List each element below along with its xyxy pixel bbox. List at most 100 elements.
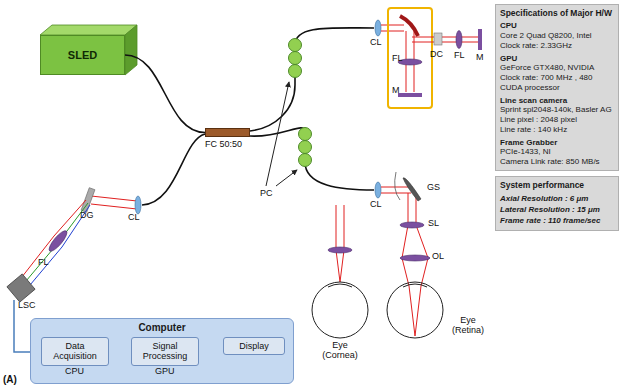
node-title: Computer [34,322,290,333]
reference-arm [375,8,482,108]
cornea-arm-part [336,250,340,282]
sample-arm-part [381,187,411,188]
node-text: Line pixel : 2048 pixel [500,115,614,125]
part-label: CL [128,213,140,223]
node-title: SLED [68,49,97,61]
part-label: GPU [155,367,175,377]
spectrometer-part [47,228,70,253]
target-label: Eye (Retina) [446,316,490,336]
fiber-connector [125,55,205,133]
optical-fiber-part [142,134,205,205]
cornea-arm-part [340,250,344,282]
reference-arm-part [381,31,404,32]
node-text: PCIe-1433, NI [500,147,614,157]
sled-3d-faces-part [40,25,137,35]
polarization-controller-part [289,65,302,78]
sample-arm-part [402,258,409,286]
node-title: Specifications of Major H/W [500,8,614,18]
sample-arm-part [409,286,415,336]
figure-tag: (A) [3,374,17,385]
reference-arm-part [478,29,482,50]
part-label: PC [260,189,273,199]
part-label: CPU [65,367,84,377]
node-title: System performance [500,180,614,191]
cornea-arm-part [344,205,345,250]
polarization-controller-part [299,128,312,141]
cornea-arm [312,205,368,338]
node-text: Sprint spl2048-140k, Basler AG [500,105,614,115]
text-group: Computer [34,322,290,333]
reference-arm-part [412,37,478,38]
light-source-box: SLED [40,35,125,75]
part-label: CL [370,200,382,210]
text-group: SLED [68,49,97,61]
node-title: Display [239,341,269,351]
reference-arm-part [398,93,422,97]
node-text: GPU [500,54,614,64]
node-text: Clock rate: 700 MHz , 480 CUDA processor [500,73,614,93]
process-box: Display [223,337,285,355]
node-title: Data Acquisition [44,341,106,362]
part-label: M [392,86,400,96]
optical-fiber [142,28,374,205]
node-text: Lateral Resolution : 15 μm [500,205,614,216]
polarization-controller [289,39,312,167]
node-text: Camera Link rate: 850 MB/s [500,157,614,167]
sample-arm-part [400,255,430,261]
text-group: Signal Processing [134,341,196,362]
polarization-controller-part [289,39,302,52]
sample-arm-part [400,222,424,228]
node-title: Signal Processing [134,341,196,362]
part-label: FL [38,258,49,268]
node-text: GeForce GTX480, NVIDIA [500,63,614,73]
node-text: Frame rate : 110 frame/sec [500,216,614,227]
part-label: GS [427,183,440,193]
node-text: Frame Grabber [500,138,614,148]
optical-fiber-part [250,28,374,131]
optical-fiber-part [250,128,374,190]
cornea-arm-part [328,284,352,287]
part-label: LSC [18,301,36,311]
node-text: Line scan camera [500,96,614,106]
reference-arm-part [388,8,432,108]
part-label: DC [430,50,443,60]
sample-arm-part [395,172,400,200]
polarization-controller-part [299,141,312,154]
spectrometer [7,188,141,302]
process-box: Signal Processing [131,337,199,366]
target-label: Eye (Cornea) [318,341,362,361]
polarization-controller-part [289,52,302,65]
text-group: Display [239,341,269,351]
reference-arm-part [412,42,478,43]
pc-pointer-part [276,170,297,186]
node-text: Core 2 Quad Q8200, Intel [500,31,614,41]
text-group: System performanceAxial Resolution : 6 μ… [500,180,614,227]
node-text: Clock rate: 2.33GHz [500,41,614,51]
part-label: FL [392,54,403,64]
node-text: Axial Resolution : 6 μm [500,194,614,205]
text-group: FC 50:50 [205,139,250,149]
part-label: CL [370,38,382,48]
pc-pointer [266,82,297,186]
spectrometer-part [135,196,141,214]
sample-arm-part [421,258,428,286]
spectrometer-part [7,274,35,302]
sample-arm-part [403,284,427,287]
spectrometer-part [91,204,137,209]
sample-arm-part [402,225,408,258]
sled-3d-faces [40,25,137,75]
part-label: OL [432,252,444,262]
spec-panel: Specifications of Major H/WCPUCore 2 Qua… [495,4,619,171]
sled-3d-faces-part [125,25,137,75]
sample-arm-part [415,286,421,336]
node-title: FC 50:50 [205,139,250,149]
part-label: SL [428,219,439,229]
coupler-bar [205,128,250,137]
node-text: Line rate : 140 kHz [500,125,614,135]
sample-arm-part [408,193,409,225]
sample-arm-part [387,282,443,338]
sample-arm-part [403,178,421,201]
sample-arm-part [416,225,428,258]
sample-arm-part [375,182,381,198]
